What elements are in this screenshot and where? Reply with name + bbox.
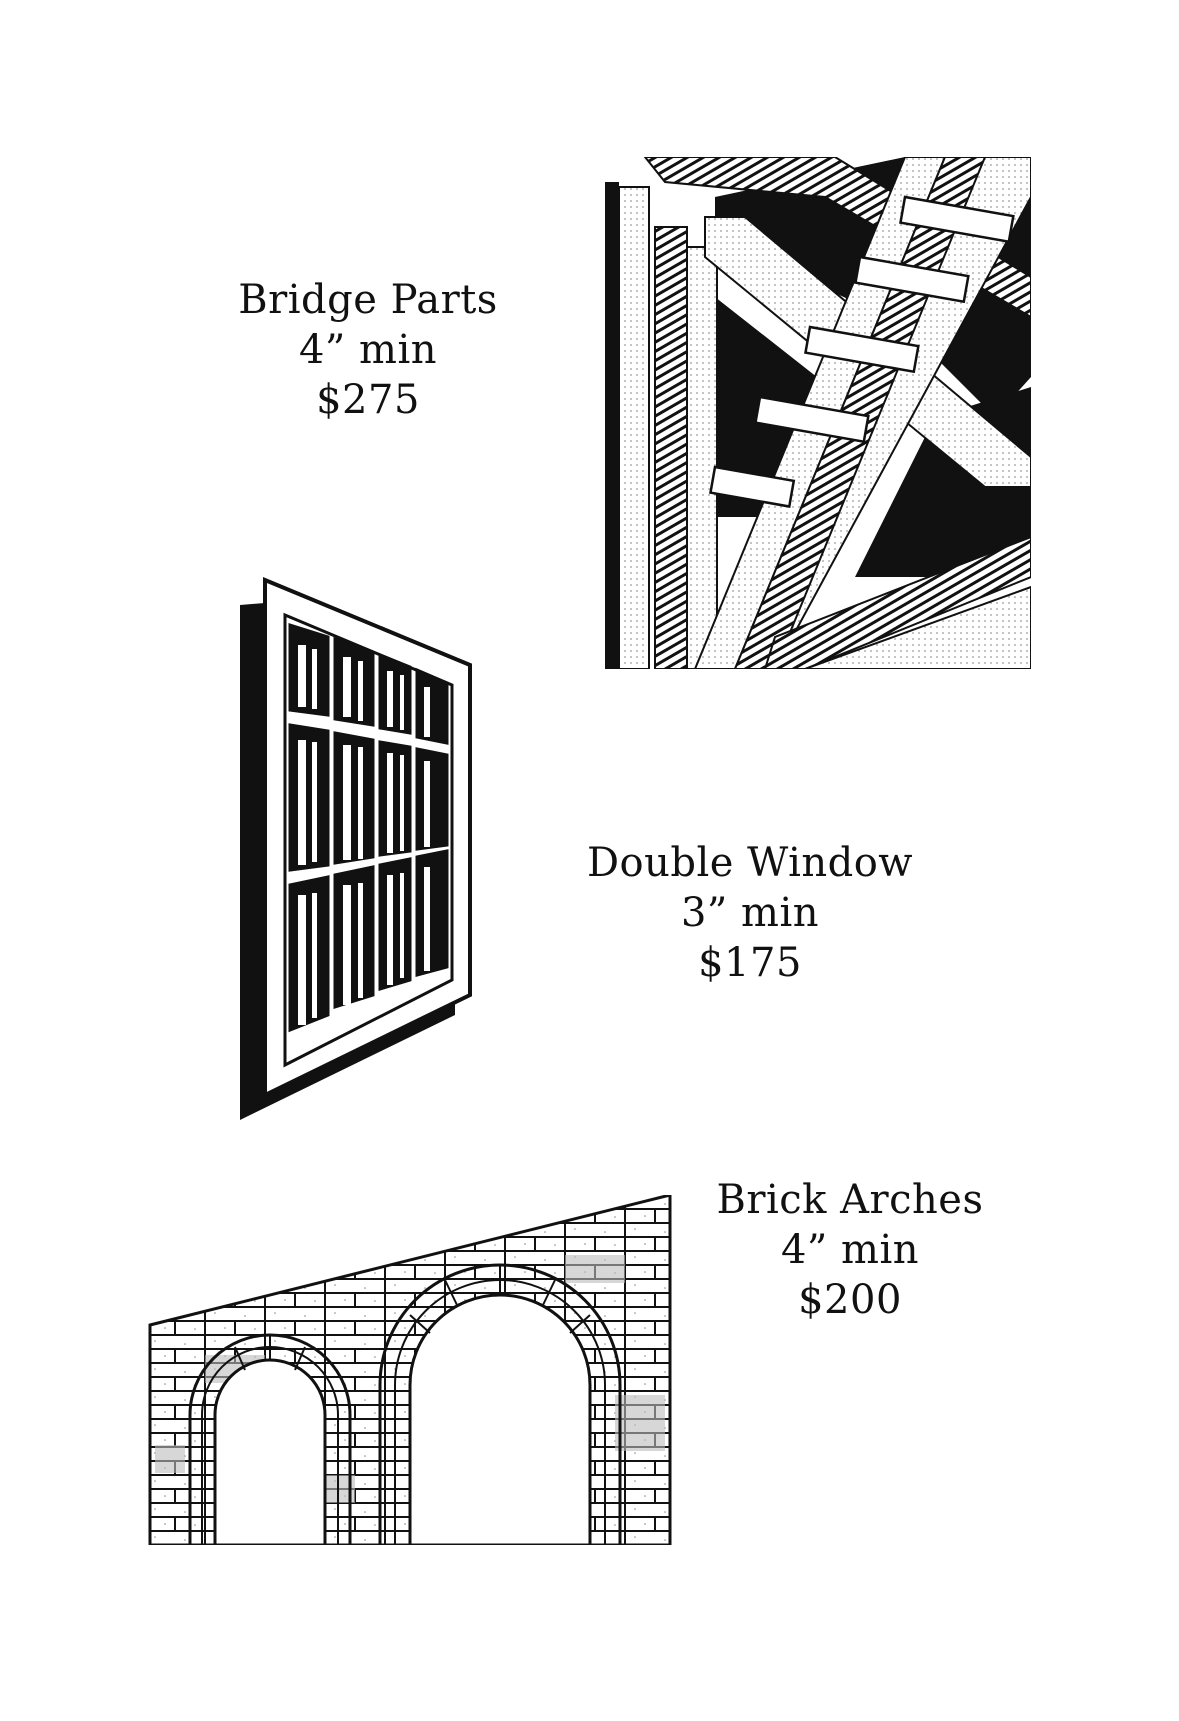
item-title: Brick Arches [716,1177,984,1223]
item-size: 4” min [298,327,438,373]
brick-arches-caption: Brick Arches 4” min $200 [710,1175,990,1325]
bridge-parts-caption: Bridge Parts 4” min $275 [233,275,503,425]
brick-arches-illustration [148,1195,672,1545]
item-size: 3” min [680,890,820,936]
item-title: Double Window [586,840,914,886]
bridge-parts-illustration [605,157,1031,669]
item-price: $275 [316,377,420,423]
item-price: $175 [698,940,802,986]
item-title: Bridge Parts [238,277,498,323]
item-size: 4” min [780,1227,920,1273]
double-window-caption: Double Window 3” min $175 [585,838,915,988]
item-price: $200 [798,1277,902,1323]
double-window-illustration [240,577,472,1120]
